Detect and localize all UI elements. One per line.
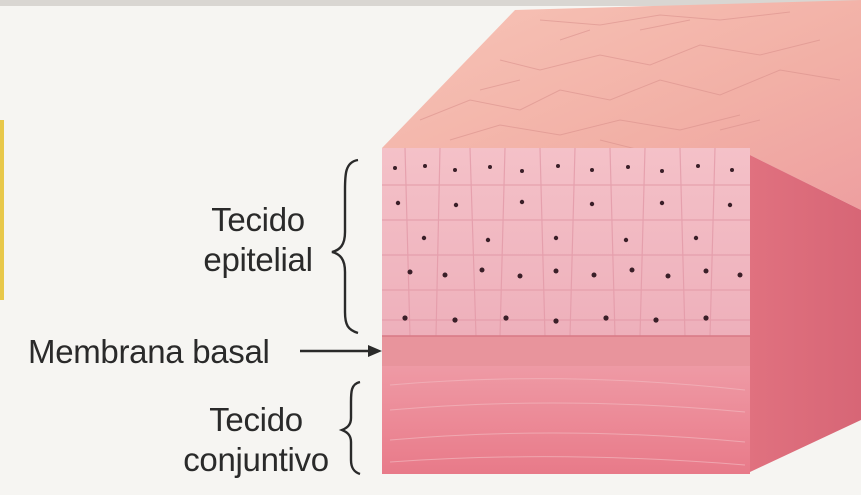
basement-membrane-label: Membrana basal [28,332,298,372]
connective-label-line2: conjuntivo [176,440,336,480]
connective-label: Tecido conjuntivo [176,400,336,480]
connective-brace [342,382,360,474]
basement-membrane-band [382,336,750,366]
epithelial-label: Tecido epitelial [188,200,328,280]
epithelial-brace [332,160,358,333]
connective-tissue-front-face [382,366,750,474]
epithelial-label-line2: epitelial [188,240,328,280]
left-margin-strip [0,120,4,300]
connective-label-line1: Tecido [176,400,336,440]
epithelial-label-line1: Tecido [188,200,328,240]
arrow-head-icon [368,345,382,357]
block-side-face [750,155,861,472]
